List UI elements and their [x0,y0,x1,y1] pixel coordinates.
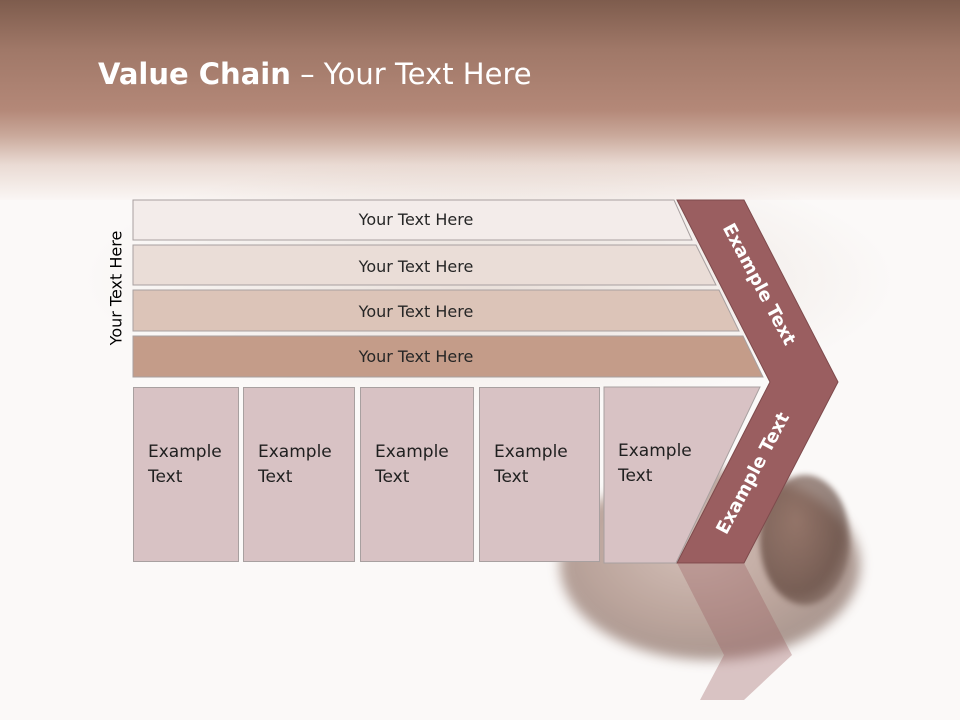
margin-chevron [676,199,839,564]
box-1-line2: Text [148,467,183,487]
header-band [0,0,960,200]
box-5-line2: Text [618,466,653,486]
support-bar-4-label: Your Text Here [358,347,474,366]
box-5-arrow-edge [603,386,761,564]
chevron-reflection [677,563,792,700]
box-3-line1: Example [375,442,449,462]
box-5-line1: Example [618,441,692,461]
title-bold: Value Chain [98,57,291,91]
box-2-line1: Example [258,442,332,462]
box-1-line1: Example [148,442,222,462]
box-4-line1: Example [494,442,568,462]
support-bar-4 [132,335,764,378]
support-bar-3-label: Your Text Here [358,302,474,321]
support-bar-3 [132,289,740,332]
box-2-line2: Text [258,467,293,487]
slide-title: Value Chain – Your Text Here [98,54,532,94]
title-rest: – Your Text Here [290,57,532,91]
support-bar-2 [132,244,717,286]
box-3-line2: Text [375,467,410,487]
support-bar-1-label: Your Text Here [358,210,474,229]
support-bar-1 [132,199,693,241]
box-4-line2: Text [494,467,529,487]
support-bar-2-label: Your Text Here [358,257,474,276]
